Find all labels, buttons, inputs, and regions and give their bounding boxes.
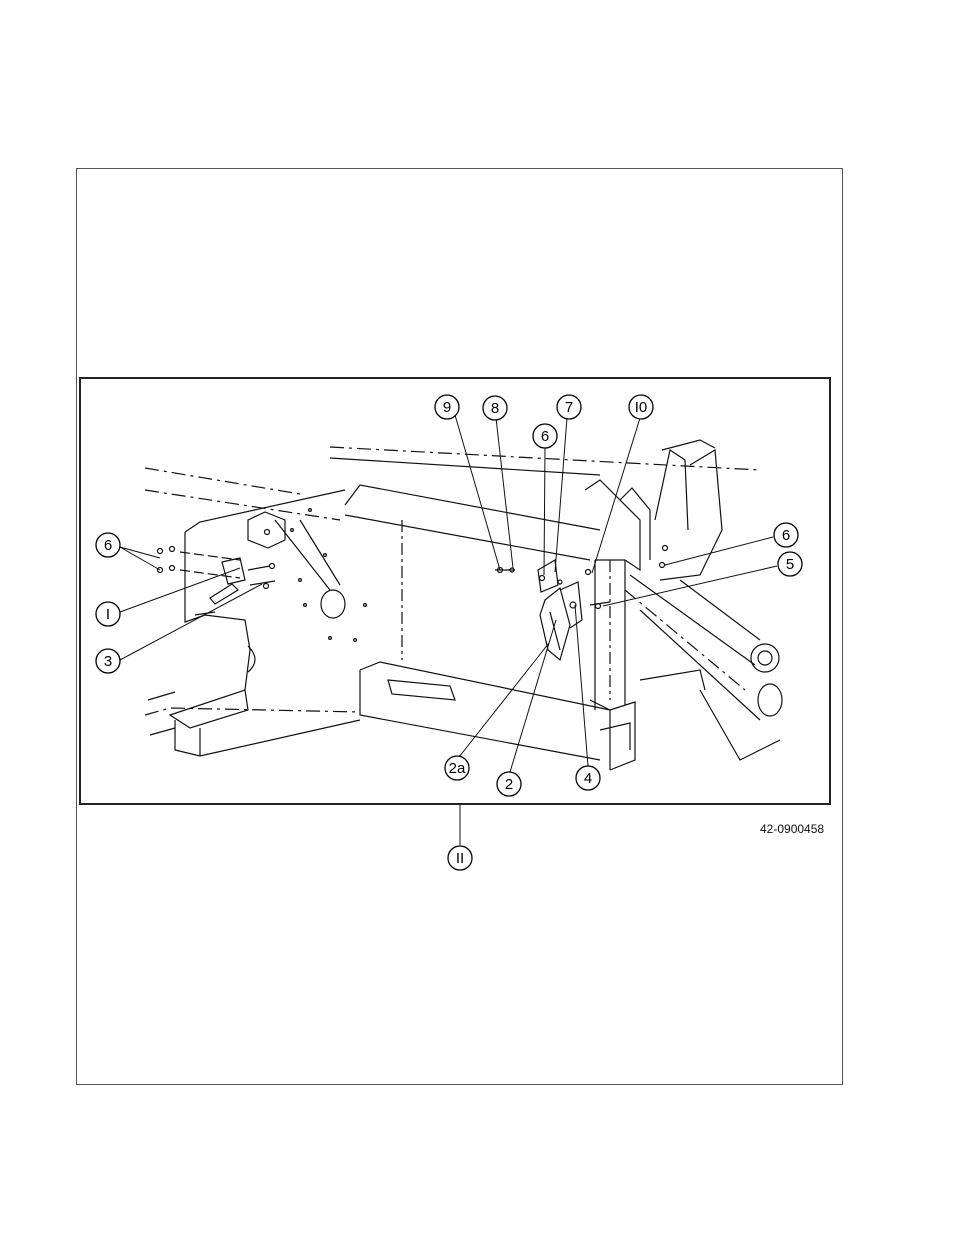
drawing-number: 42-0900458: [760, 822, 824, 836]
frame-drawing: [145, 440, 782, 770]
callout-7-label: 7: [565, 399, 573, 416]
callout-3-label: 3: [104, 653, 112, 670]
callout-8-label: 8: [491, 400, 499, 417]
callout-10: I0: [629, 395, 653, 419]
callout-6-right-label: 6: [782, 527, 790, 544]
callout-9: 9: [435, 395, 459, 419]
callout-6-right: 6: [774, 523, 798, 547]
callout-4: 4: [576, 766, 600, 790]
callout-2-label: 2: [505, 776, 513, 793]
callout-6-left: 6: [96, 533, 120, 557]
callout-6-mid-label: 6: [541, 428, 549, 445]
callout-2a-label: 2a: [449, 760, 466, 777]
callout-8: 8: [483, 396, 507, 420]
callout-5-label: 5: [786, 556, 794, 573]
callout-1-label: I: [106, 606, 110, 623]
callout-4-label: 4: [584, 770, 592, 787]
callout-6-left-label: 6: [104, 537, 112, 554]
callout-6-mid: 6: [533, 424, 557, 448]
callout-11: II: [448, 846, 472, 870]
callout-1: I: [96, 602, 120, 626]
callout-11-label: II: [456, 850, 464, 867]
callout-9-label: 9: [443, 399, 451, 416]
callout-2a: 2a: [445, 756, 469, 780]
leader-lines: [120, 415, 777, 845]
callout-3: 3: [96, 649, 120, 673]
callout-5: 5: [778, 552, 802, 576]
callout-2: 2: [497, 772, 521, 796]
callout-10-label: I0: [635, 399, 648, 416]
callout-7: 7: [557, 395, 581, 419]
callout-group: 6 I 3 9 8 7 6 I0: [96, 395, 802, 870]
